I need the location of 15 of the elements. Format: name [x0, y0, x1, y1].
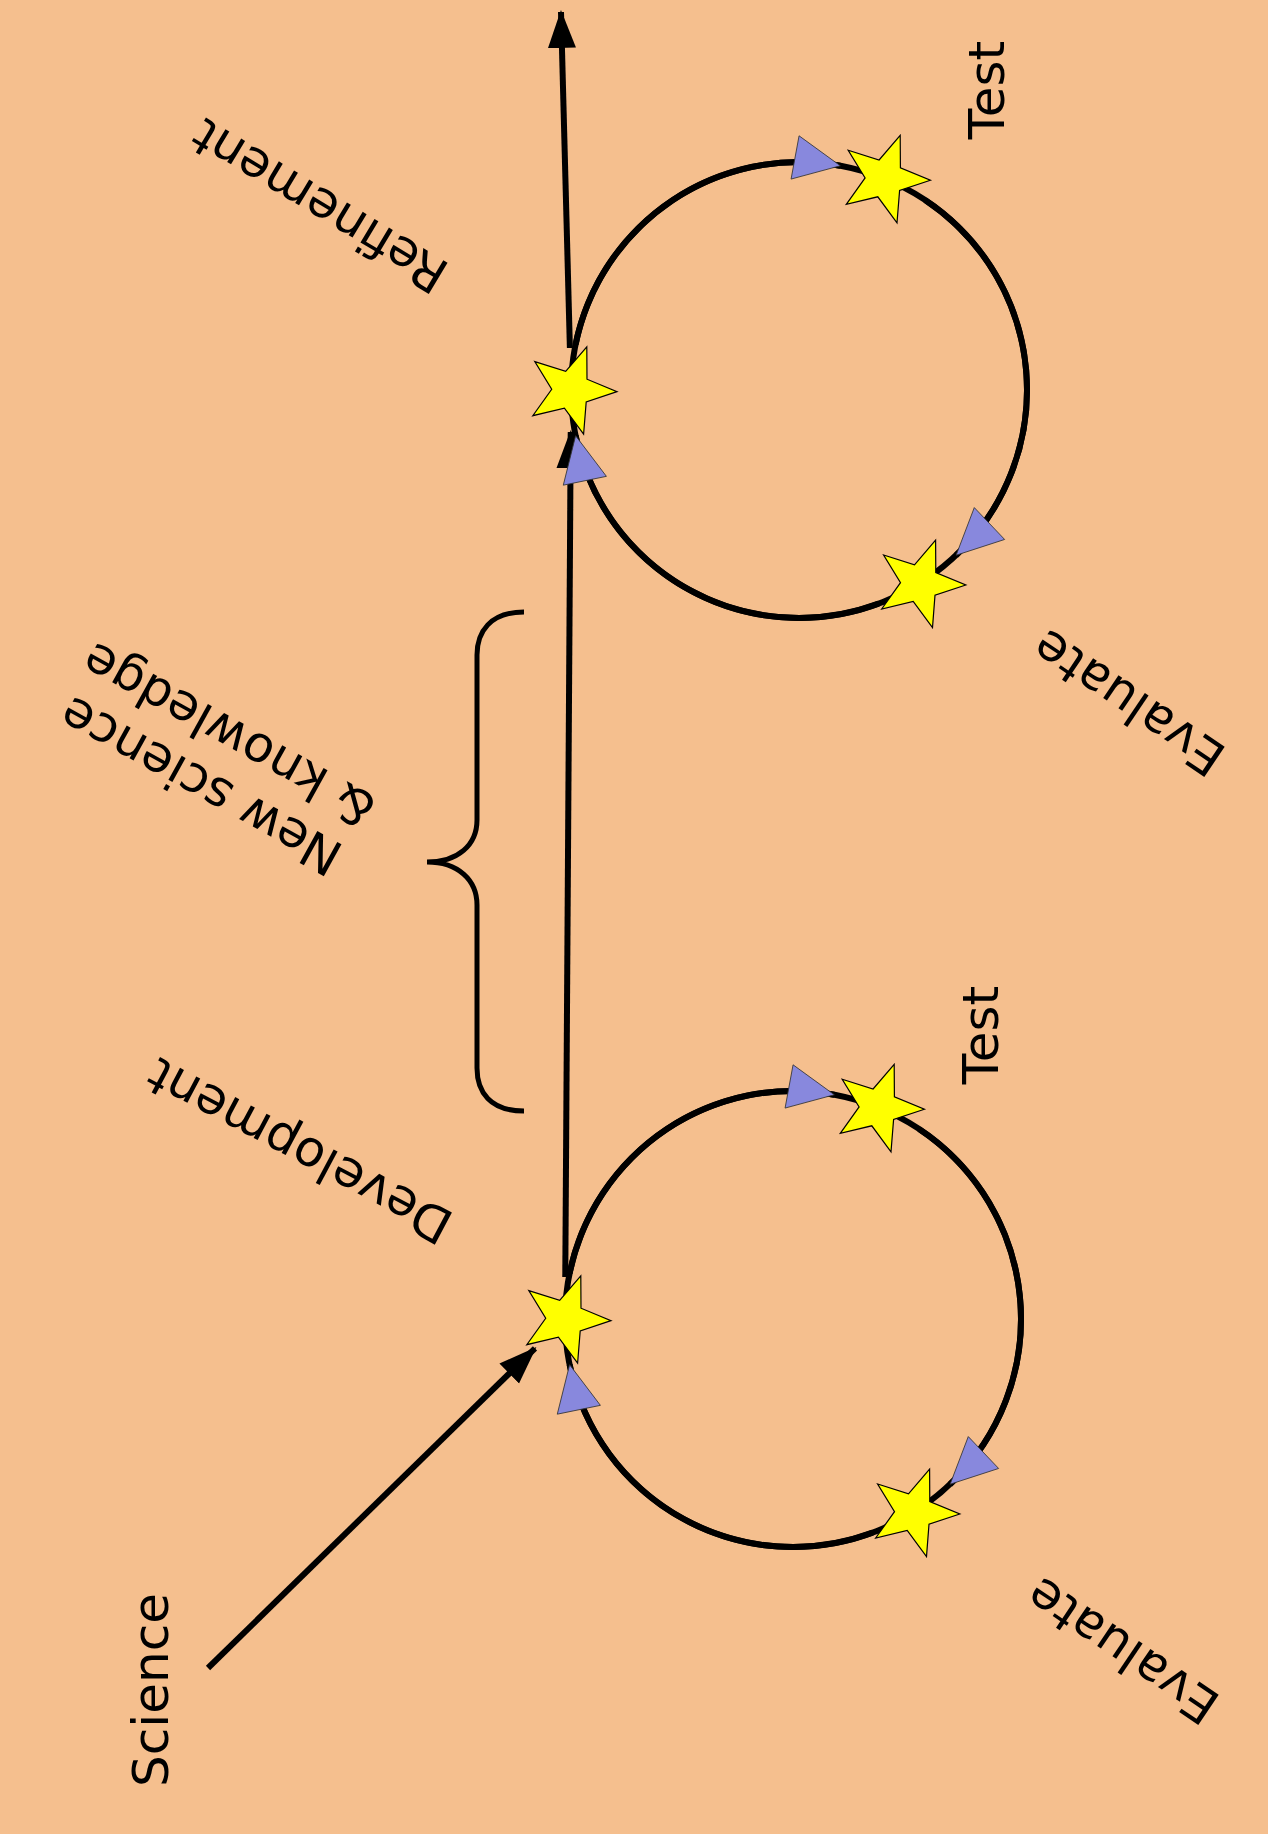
- cycle-arrow: [572, 138, 841, 346]
- arrow: [547, 10, 576, 349]
- star-marker: [880, 538, 968, 630]
- star-marker: [525, 1274, 613, 1365]
- star-marker: [838, 1062, 927, 1154]
- arrow: [205, 1346, 538, 1671]
- star-marker: [844, 133, 933, 225]
- cycle-arrow: [565, 434, 880, 621]
- cycle-arrow: [566, 1067, 835, 1275]
- cycle-arrow: [559, 1363, 874, 1550]
- star-marker: [531, 345, 619, 436]
- step-label: Test: [953, 985, 1011, 1085]
- star-marker: [874, 1467, 962, 1559]
- node-label: Science: [123, 1593, 181, 1787]
- step-label: Test: [959, 40, 1017, 140]
